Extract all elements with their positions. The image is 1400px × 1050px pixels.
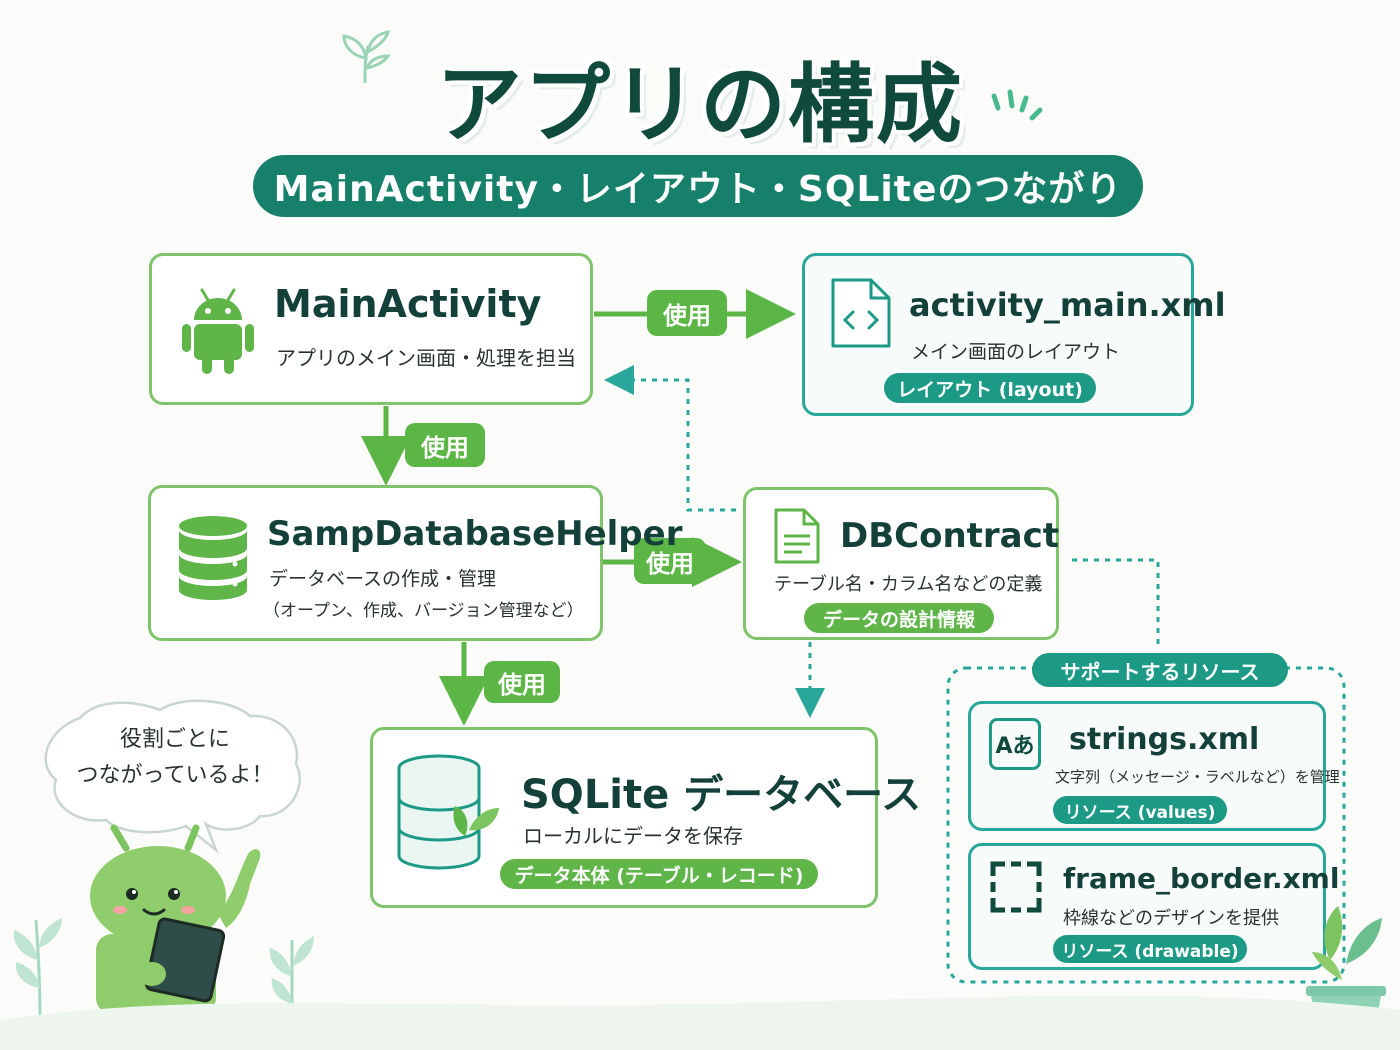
edge-label-main-to-layout: 使用 <box>647 290 727 336</box>
subtitle-banner: MainActivity・レイアウト・SQLiteのつながり <box>253 155 1143 217</box>
ground-decoration <box>0 995 1400 1050</box>
edge-label-helper-to-sqlite: 使用 <box>484 661 560 703</box>
resources-group-label: サポートするリソース <box>1032 653 1288 687</box>
speech-bubble-text: 役割ごとに つながっているよ！ <box>60 722 290 794</box>
node-name: frame_border.xml <box>1063 862 1340 895</box>
node-desc: テーブル名・カラム名などの定義 <box>774 574 1043 595</box>
sparkle-icon <box>991 89 1043 121</box>
node-desc: メイン画面のレイアウト <box>911 341 1121 363</box>
node-desc: ローカルにデータを保存 <box>523 824 743 848</box>
node-tag: レイアウト (layout) <box>884 373 1096 403</box>
node-name: DBContract <box>840 516 1060 556</box>
node-name: activity_main.xml <box>909 286 1226 324</box>
android-icon <box>182 288 254 374</box>
text-resource-icon: Aあ <box>989 718 1041 770</box>
node-activity-main: activity_main.xml メイン画面のレイアウト レイアウト (lay… <box>802 253 1226 416</box>
node-frame-border: frame_border.xml 枠線などのデザインを提供 リソース (draw… <box>968 843 1339 970</box>
node-tag: リソース (drawable) <box>1053 935 1247 963</box>
node-main-activity: MainActivity アプリのメイン画面・処理を担当 <box>149 253 593 405</box>
bubble-line-2: つながっているよ！ <box>76 763 274 788</box>
node-tag: リソース (values) <box>1053 796 1227 824</box>
document-icon <box>774 508 820 564</box>
node-desc: アプリのメイン画面・処理を担当 <box>276 346 576 370</box>
page-title: アプリの構成 <box>436 55 964 155</box>
node-desc: 文字列（メッセージ・ラベルなど）を管理 <box>1055 768 1340 786</box>
code-file-icon <box>831 278 891 348</box>
node-sqlite: SQLite データベース ローカルにデータを保存 データ本体 (テーブル・レコ… <box>370 727 921 908</box>
node-db-contract: DBContract テーブル名・カラム名などの定義 データの設計情報 <box>743 487 1059 640</box>
node-name: SampDatabaseHelper <box>267 514 683 554</box>
node-desc: 枠線などのデザインを提供 <box>1063 908 1279 929</box>
sprout-icon <box>342 30 391 84</box>
plant-icon <box>13 918 62 1019</box>
bubble-line-1: 役割ごとに <box>119 727 230 752</box>
node-tag: データ本体 (テーブル・レコード) <box>500 859 818 889</box>
database-leaf-icon <box>397 754 499 870</box>
node-desc: データベースの作成・管理 <box>269 568 497 590</box>
edge-label-helper-to-contract: 使用 <box>634 538 706 584</box>
node-name: strings.xml <box>1069 722 1260 757</box>
node-strings: Aあ strings.xml 文字列（メッセージ・ラベルなど）を管理 リソース … <box>968 701 1340 831</box>
node-tag: データの設計情報 <box>804 603 994 633</box>
node-name: SQLite データベース <box>521 772 922 818</box>
node-db-helper: SampDatabaseHelper データベースの作成・管理 （オープン、作成… <box>148 485 682 641</box>
node-desc-detail: （オープン、作成、バージョン管理など） <box>263 601 584 621</box>
database-icon <box>179 516 247 600</box>
speech-bubble <box>44 699 301 854</box>
node-name: MainActivity <box>274 282 542 326</box>
frame-icon <box>990 861 1042 913</box>
edge-label-main-to-helper: 使用 <box>405 423 485 467</box>
